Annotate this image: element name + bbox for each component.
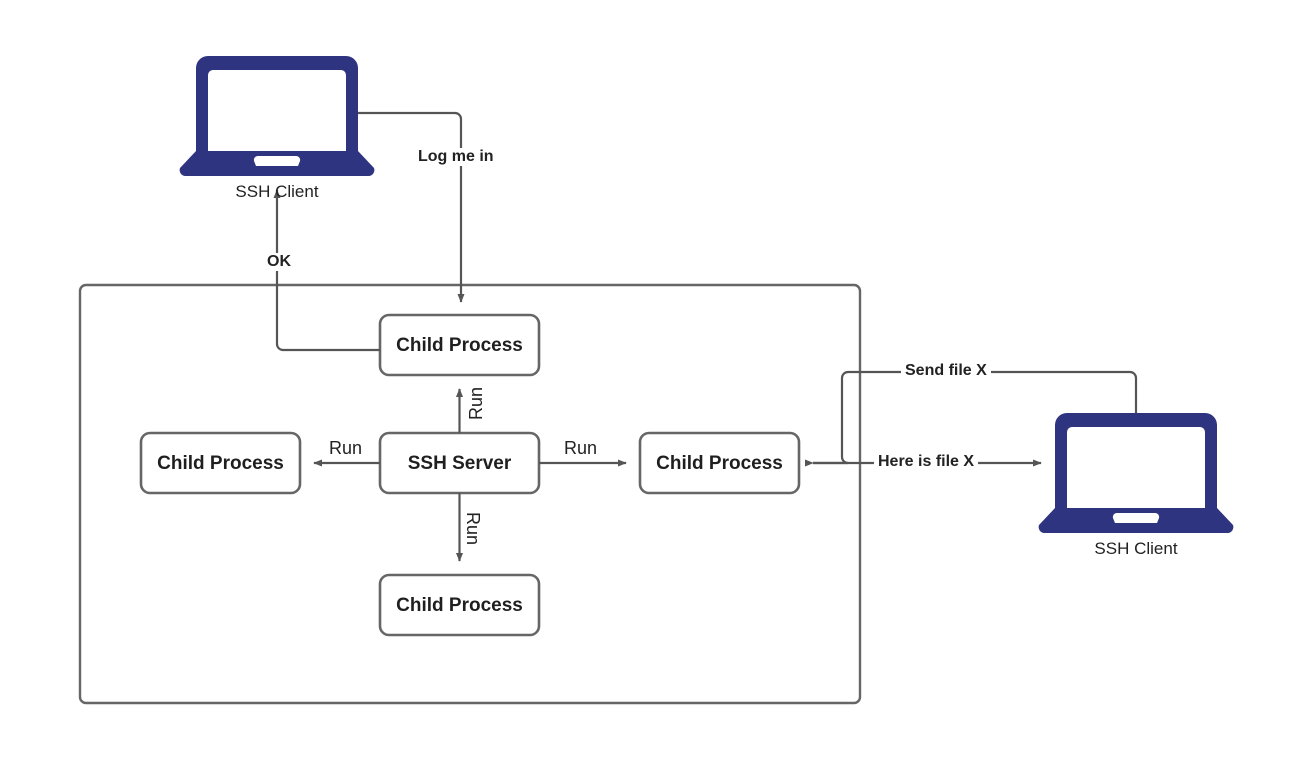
edge-log-me-in: [358, 111, 465, 303]
edge-label-here-is-file-x: Here is file X: [874, 453, 979, 471]
node-label-child-process-right: Child Process: [656, 453, 783, 474]
ssh-client-right-laptop-icon: [1038, 413, 1234, 533]
edge-label-ok: OK: [264, 253, 294, 271]
edge-ok: [273, 189, 380, 352]
node-label-child-process-left: Child Process: [157, 453, 284, 474]
edge-label-run-up: Run: [466, 386, 486, 420]
node-label-ssh-server: SSH Server: [407, 453, 512, 474]
ssh-server-host-boundary: [78, 283, 862, 705]
edge-label-send-file-x: Send file X: [901, 362, 991, 380]
edge-label-run-left: Run: [327, 438, 365, 459]
node-child-process-top: [378, 313, 541, 377]
node-child-process-right: [638, 431, 801, 495]
node-label-ssh-client-left: SSH Client: [235, 182, 319, 201]
edge-label-log-me-in: Log me in: [415, 148, 497, 166]
ssh-client-left-laptop-icon: [179, 56, 375, 176]
node-label-child-process-bottom: Child Process: [396, 595, 523, 616]
node-child-process-bottom: [378, 573, 541, 637]
node-child-process-left: [139, 431, 302, 495]
node-label-child-process-top: Child Process: [396, 335, 523, 356]
edge-label-run-down: Run: [463, 512, 483, 546]
edge-label-run-right: Run: [562, 438, 600, 459]
node-label-ssh-client-right: SSH Client: [1094, 539, 1178, 558]
